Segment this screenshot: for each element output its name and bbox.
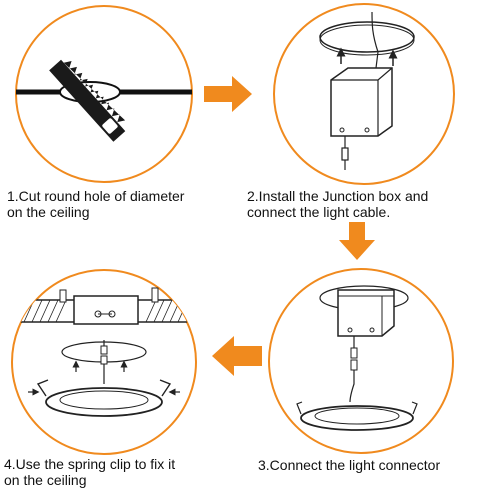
arrow-left-icon bbox=[212, 336, 262, 376]
ceiling-light-icon bbox=[296, 401, 418, 431]
step-4-illustration bbox=[11, 269, 197, 455]
step-3-illustration bbox=[268, 268, 454, 454]
step-4-caption: 4.Use the spring clip to fix it on the c… bbox=[4, 456, 176, 488]
junction-box-icon bbox=[330, 67, 393, 137]
arrow-down-icon bbox=[339, 222, 375, 260]
step-3-caption: 3.Connect the light connector bbox=[258, 457, 441, 473]
saw-icon bbox=[49, 59, 126, 142]
spring-clip-icon bbox=[28, 379, 180, 397]
junction-box-icon bbox=[337, 289, 395, 337]
step-2-caption: 2.Install the Junction box and connect t… bbox=[247, 188, 429, 220]
step-2-illustration bbox=[273, 3, 455, 185]
arrow-right-icon bbox=[204, 76, 252, 112]
step-1-illustration bbox=[15, 5, 193, 183]
ceiling-light-icon bbox=[45, 387, 163, 417]
step-1-caption: 1.Cut round hole of diameter on the ceil… bbox=[7, 188, 185, 220]
step-3-circle bbox=[268, 268, 454, 454]
